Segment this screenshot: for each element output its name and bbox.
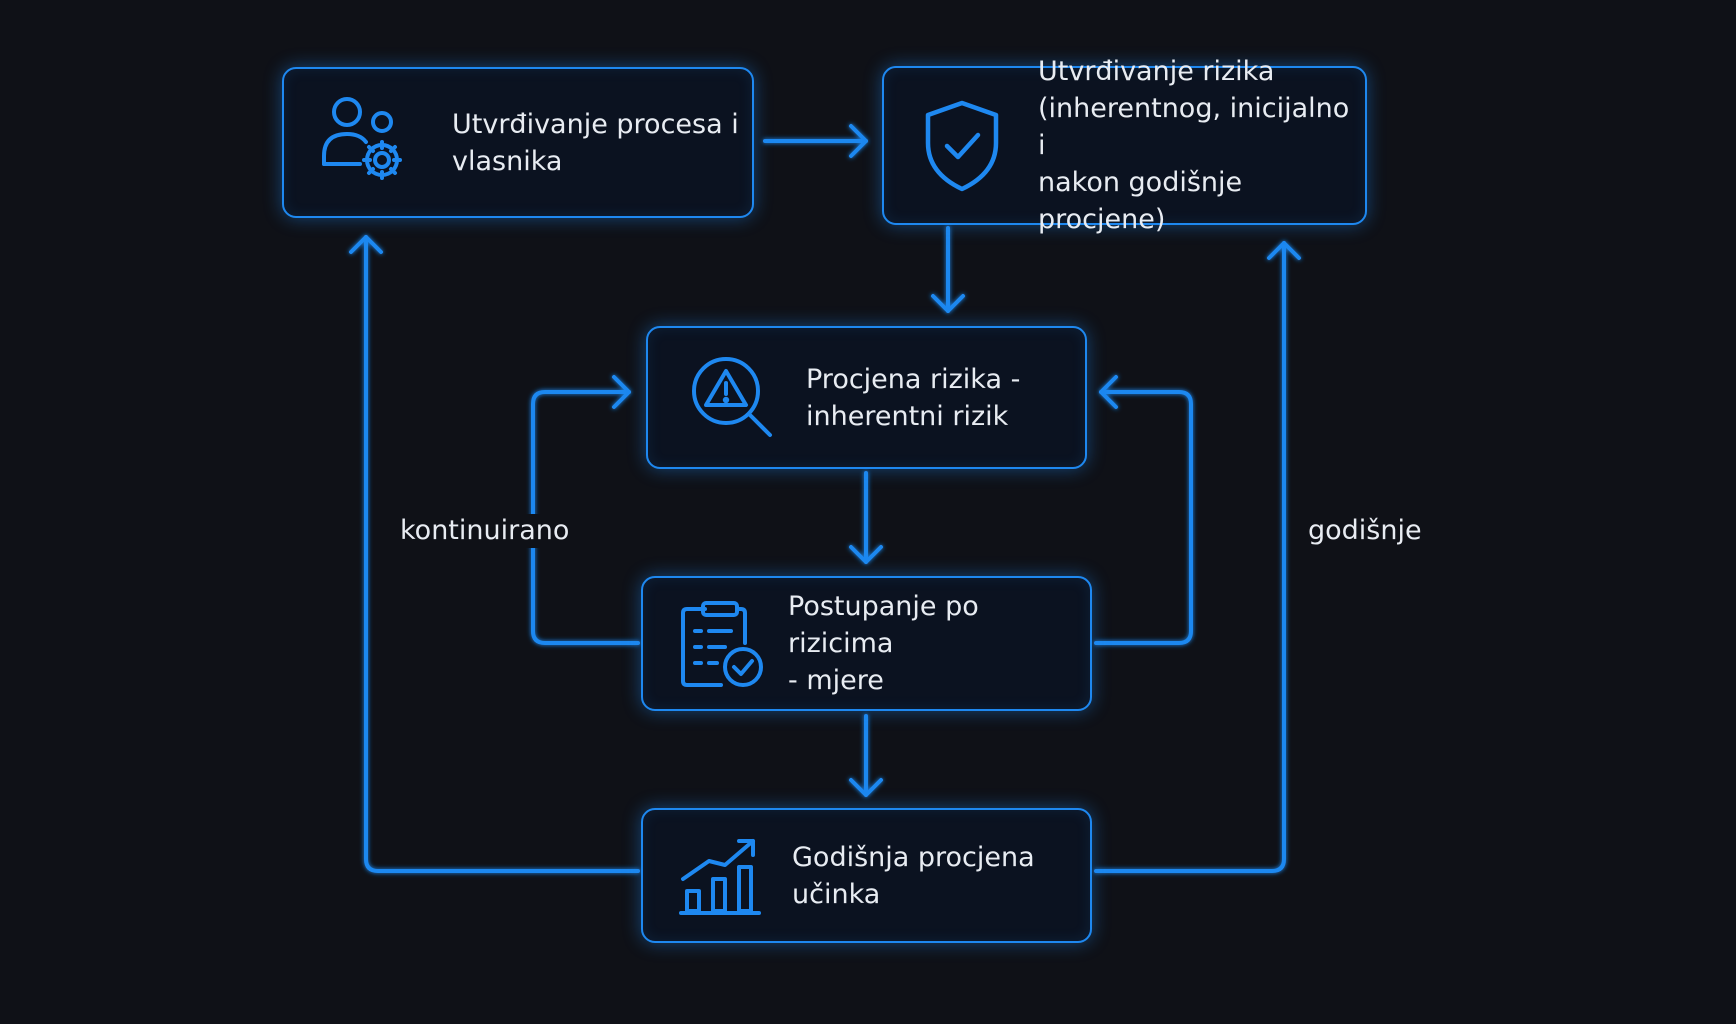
node-risk-assessment: Procjena rizika - inherentni rizik — [646, 326, 1087, 469]
node-label: Godišnja procjena učinka — [792, 841, 1035, 910]
node-label: Procjena rizika - inherentni rizik — [806, 363, 1021, 432]
node-label: Utvrđivanje rizika (inherentnog, inicija… — [1038, 56, 1350, 235]
shield-check-icon — [924, 99, 1000, 193]
arrow-owners-to-identification — [763, 124, 868, 158]
node-label: Utvrđivanje procesa i vlasnika — [452, 108, 739, 177]
arrow-identification-to-assessment — [931, 226, 965, 313]
loop-label-annual: godišnje — [1304, 514, 1426, 548]
loop-left-continuous — [531, 375, 640, 645]
users-gear-icon — [320, 94, 412, 192]
node-risk-identification: Utvrđivanje rizika (inherentnog, inicija… — [882, 56, 1367, 235]
loop-outer-right-annual — [1094, 241, 1301, 873]
magnifier-warning-icon — [690, 355, 776, 441]
node-annual-review: Godišnja procjena učinka — [641, 808, 1092, 943]
arrow-assessment-to-treatment — [849, 471, 883, 564]
loop-outer-left — [349, 235, 640, 873]
loop-label-continuous: kontinuirano — [396, 514, 574, 548]
node-label: Postupanje po rizicima - mjere — [788, 591, 979, 696]
loop-right-inner — [1094, 375, 1193, 645]
clipboard-check-icon — [679, 599, 765, 689]
node-process-owners: Utvrđivanje procesa i vlasnika — [282, 67, 754, 218]
node-risk-treatment: Postupanje po rizicima - mjere — [641, 576, 1092, 711]
growth-chart-icon — [679, 835, 761, 917]
arrow-treatment-to-review — [849, 714, 883, 797]
